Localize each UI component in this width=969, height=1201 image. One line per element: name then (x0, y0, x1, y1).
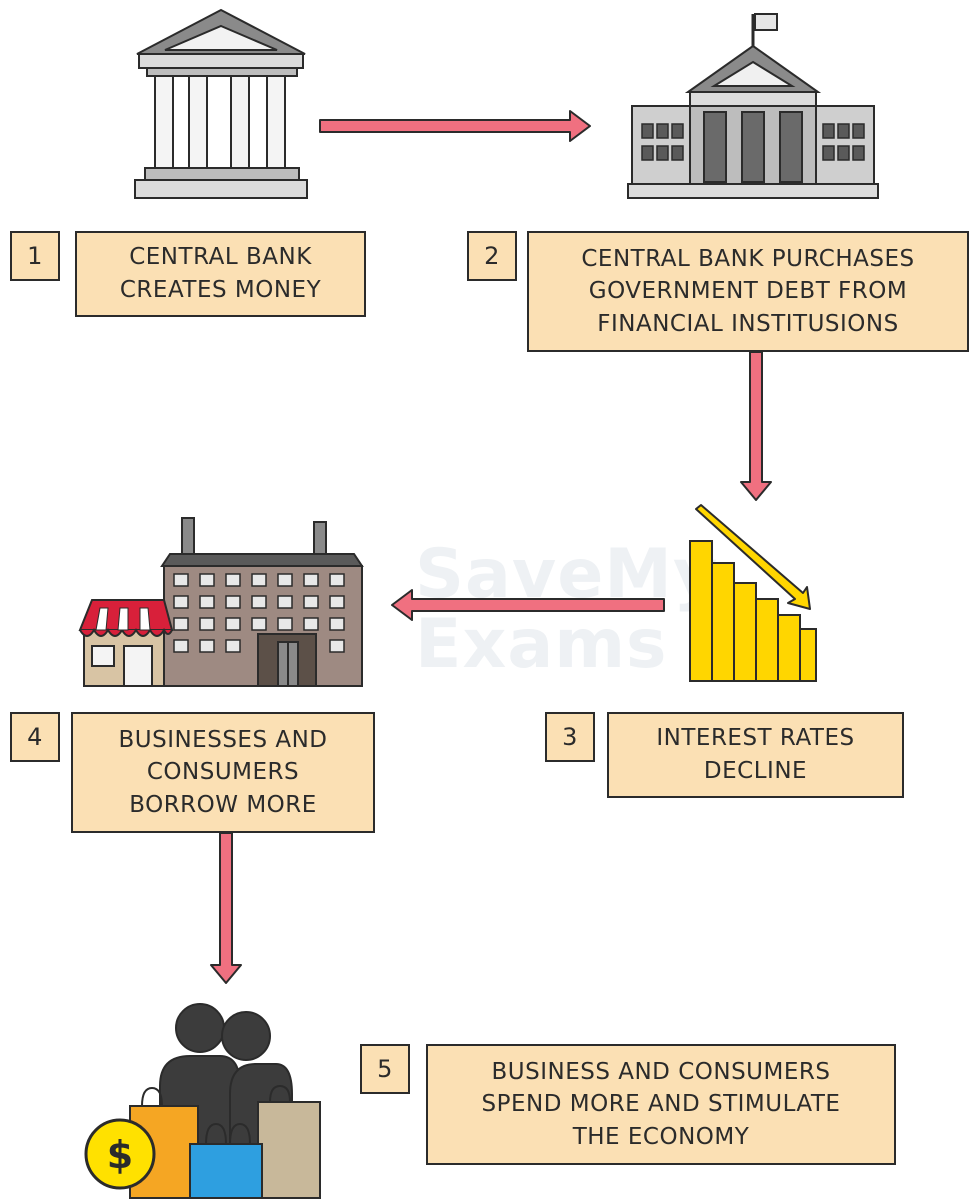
svg-text:$: $ (107, 1133, 133, 1177)
central-bank-icon (134, 8, 308, 199)
watermark: SaveMy Exams (415, 535, 719, 684)
shop-and-factory-icon (78, 517, 364, 687)
step-1-number: 1 (10, 231, 60, 281)
step-3-number: 3 (545, 712, 595, 762)
shoppers-with-bags-icon: $ (84, 1003, 321, 1199)
step-5-number: 5 (360, 1044, 410, 1094)
arrow-3-to-4 (391, 589, 665, 621)
step-2-number: 2 (467, 231, 517, 281)
step-5-label: BUSINESS AND CONSUMERS SPEND MORE AND ST… (426, 1044, 896, 1165)
step-3-label: INTEREST RATES DECLINE (607, 712, 904, 798)
step-4-label: BUSINESSES AND CONSUMERS BORROW MORE (71, 712, 375, 833)
dollar-coin-icon: $ (84, 1118, 156, 1190)
declining-bar-chart-icon (689, 504, 817, 682)
arrow-4-to-5 (210, 832, 242, 984)
step-4-number: 4 (10, 712, 60, 762)
step-2-label: CENTRAL BANK PURCHASES GOVERNMENT DEBT F… (527, 231, 969, 352)
arrow-2-to-3 (740, 351, 772, 501)
government-building-icon (627, 13, 879, 199)
step-1-label: CENTRAL BANK CREATES MONEY (75, 231, 366, 317)
arrow-1-to-2 (319, 110, 591, 142)
